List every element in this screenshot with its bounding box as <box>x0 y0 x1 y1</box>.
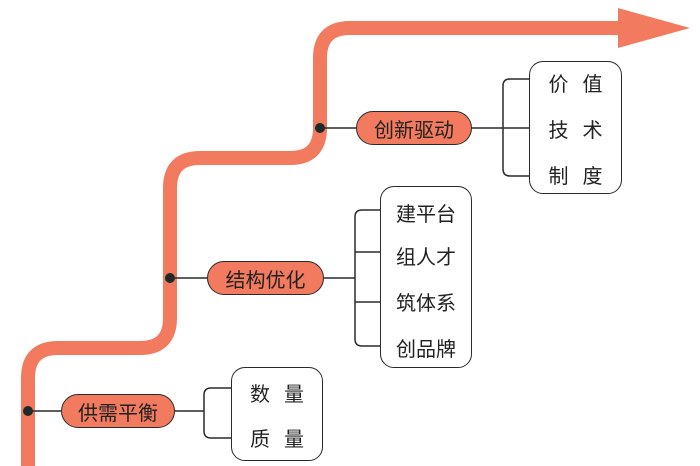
stage-items-box: 价值 技术 制度 <box>529 61 622 194</box>
stage-item: 制度 <box>548 164 617 188</box>
stage-item: 数量 <box>250 382 318 406</box>
bracket <box>203 387 232 439</box>
growth-path <box>21 21 625 466</box>
stage-item: 质量 <box>250 427 318 451</box>
bracket <box>502 78 530 177</box>
stage-item: 价值 <box>548 72 617 96</box>
stage-items-box: 数量 质量 <box>231 367 323 461</box>
stage-item: 筑体系 <box>396 291 456 315</box>
stage-label-innovation-driven: 创新驱动 <box>356 111 472 145</box>
stage-label-supply-demand: 供需平衡 <box>61 394 175 428</box>
bracket <box>354 209 381 347</box>
right-arrow-icon <box>618 8 690 48</box>
stage-item: 创品牌 <box>396 337 456 361</box>
stage-items-box: 建平台 组人才 筑体系 创品牌 <box>380 186 472 368</box>
stage-item: 建平台 <box>396 202 456 226</box>
stage-label-structure-optimization: 结构优化 <box>207 261 324 295</box>
stage-item: 技术 <box>548 118 617 142</box>
stage-item: 组人才 <box>396 245 456 269</box>
